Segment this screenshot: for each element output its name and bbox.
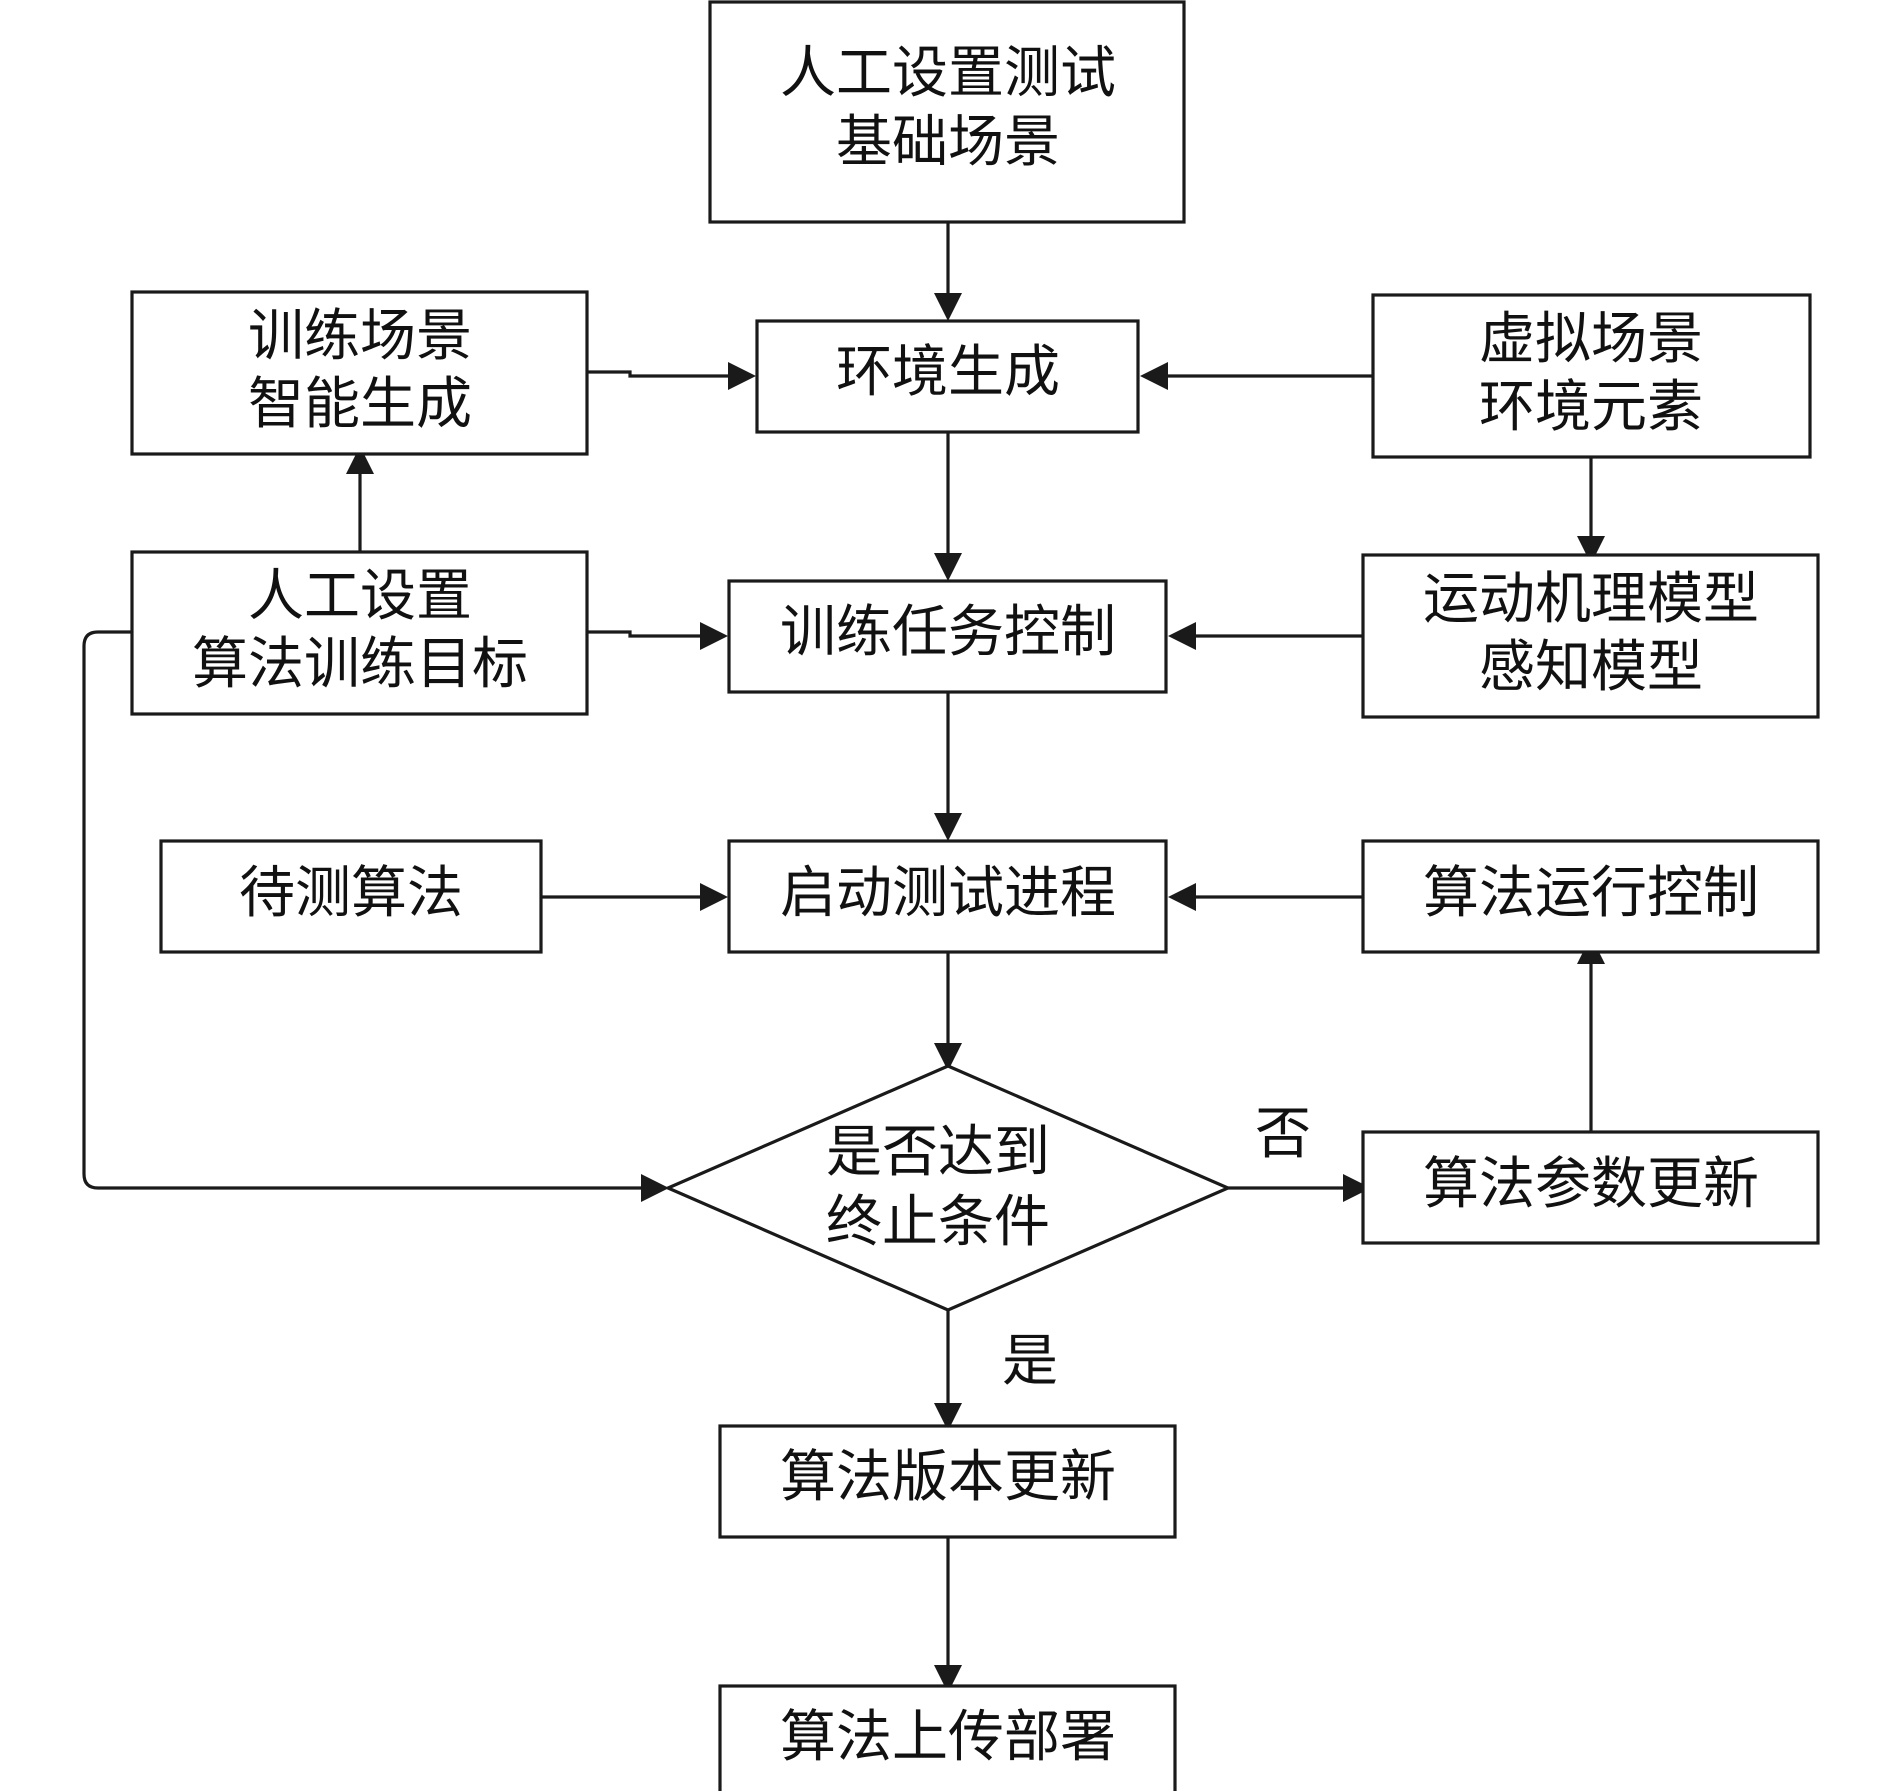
node-manual-target: 人工设置 算法训练目标 bbox=[130, 550, 589, 716]
arrowhead-up bbox=[346, 446, 374, 474]
node-algo-run-ctrl: 算法运行控制 bbox=[1361, 839, 1820, 954]
edge-target-to-task bbox=[587, 630, 710, 638]
node-motion-model: 运动机理模型 感知模型 bbox=[1361, 553, 1820, 719]
node-label-line: 基础场景 bbox=[836, 110, 1060, 175]
edge-trainscene-to-env bbox=[587, 370, 738, 378]
node-box bbox=[130, 550, 589, 716]
node-label-line: 感知模型 bbox=[1479, 635, 1703, 700]
node-version-update: 算法版本更新 bbox=[718, 1424, 1177, 1539]
arrowhead-right bbox=[700, 622, 728, 650]
arrowhead-down bbox=[934, 813, 962, 841]
node-box bbox=[727, 579, 1168, 694]
arrowhead-down bbox=[1577, 536, 1605, 564]
node-label-line: 人工设置 bbox=[248, 564, 472, 629]
node-label-line: 待测算法 bbox=[239, 861, 463, 926]
arrowhead-left bbox=[1140, 362, 1168, 390]
node-label-line: 启动测试进程 bbox=[780, 861, 1116, 926]
node-label-line: 人工设置测试 bbox=[780, 41, 1116, 106]
arrowhead-left bbox=[1168, 622, 1196, 650]
arrowhead-right bbox=[728, 362, 756, 390]
node-train-task: 训练任务控制 bbox=[727, 579, 1168, 694]
arrowhead-down bbox=[934, 553, 962, 581]
node-label-line: 算法参数更新 bbox=[1423, 1152, 1759, 1217]
node-box bbox=[1361, 553, 1820, 719]
node-box bbox=[718, 1684, 1177, 1791]
node-label-line: 算法运行控制 bbox=[1423, 861, 1759, 926]
node-train-scene-gen: 训练场景 智能生成 bbox=[130, 290, 589, 456]
node-virtual-env: 虚拟场景 环境元素 bbox=[1371, 293, 1812, 459]
edge-label-no: 否 bbox=[1255, 1102, 1311, 1167]
arrowhead-right bbox=[1343, 1174, 1371, 1202]
node-label-line: 终止条件 bbox=[826, 1190, 1050, 1255]
arrowhead-left bbox=[1168, 883, 1196, 911]
node-label-line: 算法上传部署 bbox=[780, 1705, 1116, 1770]
node-box bbox=[130, 290, 589, 456]
node-env-generation: 环境生成 bbox=[755, 319, 1140, 434]
node-label-line: 训练任务控制 bbox=[780, 600, 1116, 665]
node-label-line: 虚拟场景 bbox=[1479, 307, 1703, 372]
arrowhead-right bbox=[700, 883, 728, 911]
node-label-line: 算法训练目标 bbox=[192, 632, 528, 697]
node-box bbox=[727, 839, 1168, 954]
decision-diamond bbox=[663, 1064, 1233, 1312]
arrowhead-right bbox=[641, 1174, 669, 1202]
node-box bbox=[1361, 1130, 1820, 1245]
edge-target-loop-to-decision bbox=[82, 630, 655, 1190]
arrowhead-down bbox=[934, 1403, 962, 1431]
node-label-line: 训练场景 bbox=[248, 304, 472, 369]
node-label-line: 算法版本更新 bbox=[780, 1445, 1116, 1510]
node-decision: 是否达到 终止条件 bbox=[663, 1064, 1233, 1312]
node-box bbox=[1361, 839, 1820, 954]
node-upload-deploy: 算法上传部署 bbox=[718, 1684, 1177, 1791]
arrowhead-down bbox=[934, 1665, 962, 1693]
node-label-line: 运动机理模型 bbox=[1423, 567, 1759, 632]
arrowhead-down bbox=[934, 1043, 962, 1071]
node-box bbox=[159, 839, 543, 954]
node-start-test: 启动测试进程 bbox=[727, 839, 1168, 954]
arrowheads bbox=[346, 293, 1605, 1693]
node-box bbox=[718, 1424, 1177, 1539]
node-label-line: 智能生成 bbox=[248, 372, 472, 437]
node-manual-base-scene: 人工设置测试 基础场景 bbox=[708, 0, 1186, 224]
node-param-update: 算法参数更新 bbox=[1361, 1130, 1820, 1245]
node-box bbox=[755, 319, 1140, 434]
connectors bbox=[82, 222, 1593, 1677]
node-box bbox=[708, 0, 1186, 224]
node-label-line: 是否达到 bbox=[826, 1120, 1050, 1185]
arrowhead-down bbox=[934, 293, 962, 321]
edge-label-yes: 是 bbox=[1002, 1329, 1058, 1394]
node-algo-under-test: 待测算法 bbox=[159, 839, 543, 954]
node-label-line: 环境元素 bbox=[1479, 375, 1703, 440]
node-label-line: 环境生成 bbox=[836, 340, 1060, 405]
node-box bbox=[1371, 293, 1812, 459]
